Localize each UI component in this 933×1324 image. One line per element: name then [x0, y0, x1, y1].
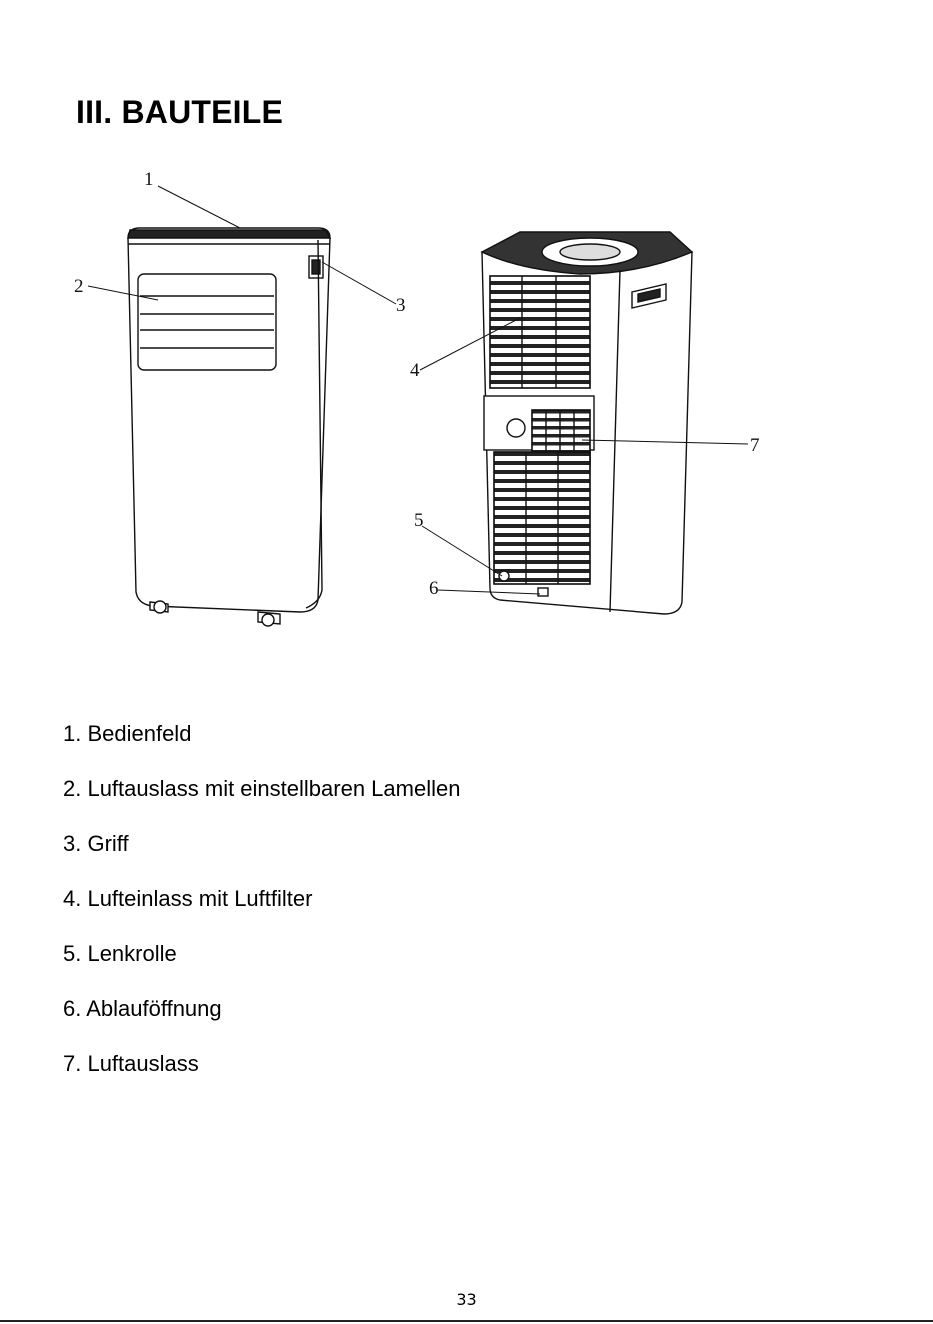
bottom-divider	[0, 1320, 933, 1322]
callout-6: 6	[429, 578, 439, 599]
list-item: 2. Luftauslass mit einstellbaren Lamelle…	[63, 773, 460, 828]
list-item: 1. Bedienfeld	[63, 718, 460, 773]
callout-2: 2	[74, 276, 84, 297]
section-heading: III. BAUTEILE	[76, 94, 283, 131]
callout-3: 3	[396, 295, 406, 316]
list-item: 7. Luftauslass	[63, 1048, 460, 1103]
parts-list: 1. Bedienfeld 2. Luftauslass mit einstel…	[63, 718, 460, 1103]
page-number: 33	[0, 1290, 933, 1309]
list-item: 3. Griff	[63, 828, 460, 883]
back-unit-drawing	[482, 232, 692, 614]
callout-7: 7	[750, 435, 760, 456]
front-unit-drawing	[128, 228, 330, 626]
callout-1: 1	[144, 169, 154, 190]
lower-intake-grille	[494, 452, 590, 584]
air-conditioner-diagram: 1 2 3 4 5 6 7	[0, 150, 933, 650]
list-item: 5. Lenkrolle	[63, 938, 460, 993]
upper-intake-grille	[490, 276, 590, 388]
list-item: 4. Lufteinlass mit Luftfilter	[63, 883, 460, 938]
front-louver-panel	[138, 274, 276, 370]
callout-5: 5	[414, 510, 424, 531]
callout-4: 4	[410, 360, 420, 381]
list-item: 6. Ablauföffnung	[63, 993, 460, 1048]
